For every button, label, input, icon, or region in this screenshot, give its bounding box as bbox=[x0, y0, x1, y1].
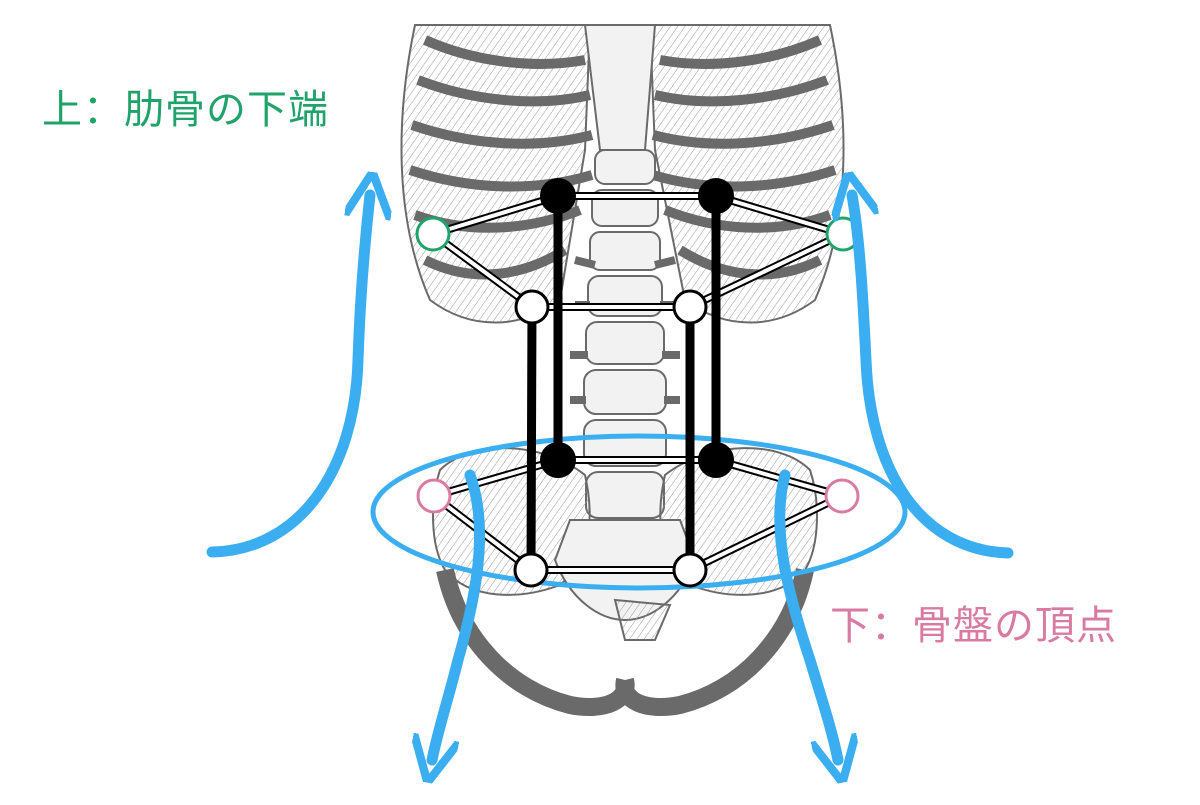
node-upper-back-right bbox=[698, 178, 734, 214]
node-upper-front-right bbox=[672, 289, 708, 325]
arrow-down-icon bbox=[774, 469, 838, 760]
node-pelvis-top-left bbox=[416, 478, 452, 514]
arrow-up-icon bbox=[206, 195, 370, 558]
node-lower-front-left bbox=[513, 552, 549, 588]
node-lower-back-right bbox=[698, 442, 734, 478]
node-pelvis-top-right bbox=[824, 478, 860, 514]
label-upper-rib-lower-edge: 上：肋骨の下端 bbox=[42, 87, 329, 133]
node-lower-back-left bbox=[540, 442, 576, 478]
node-lower-front-right bbox=[672, 552, 708, 588]
node-upper-back-left bbox=[540, 178, 576, 214]
label-lower-pelvis-apex: 下：骨盤の頂点 bbox=[830, 603, 1117, 649]
arrow-up-icon bbox=[852, 195, 1014, 559]
node-rib-lower-left bbox=[415, 216, 451, 252]
arrow-down-icon bbox=[432, 469, 486, 760]
node-upper-front-left bbox=[514, 289, 550, 325]
pelvis-highlight-ellipse bbox=[370, 433, 908, 591]
